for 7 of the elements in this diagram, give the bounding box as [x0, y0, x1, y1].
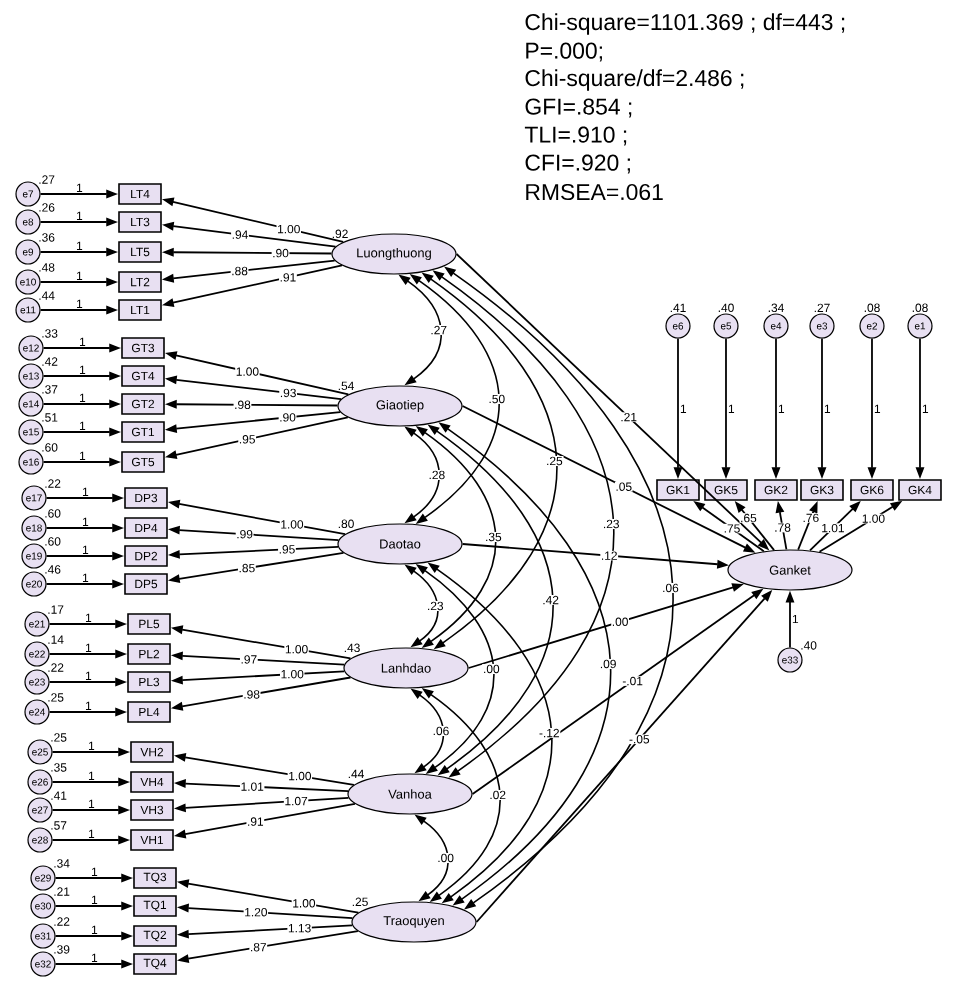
fit-statistic: Chi-square=1101.369 ; df=443 ;	[525, 13, 845, 35]
fit-statistic: P=.000;	[526, 42, 602, 62]
fit-statistic: RMSEA=.061	[526, 183, 663, 201]
fit-statistic: TLI=.910 ;	[524, 126, 627, 146]
fit-statistic: Chi-square/df=2.486 ;	[525, 69, 744, 91]
fit-statistic: CFI=.920 ;	[525, 154, 630, 174]
fit-statistic: GFI=.854 ;	[525, 98, 632, 118]
